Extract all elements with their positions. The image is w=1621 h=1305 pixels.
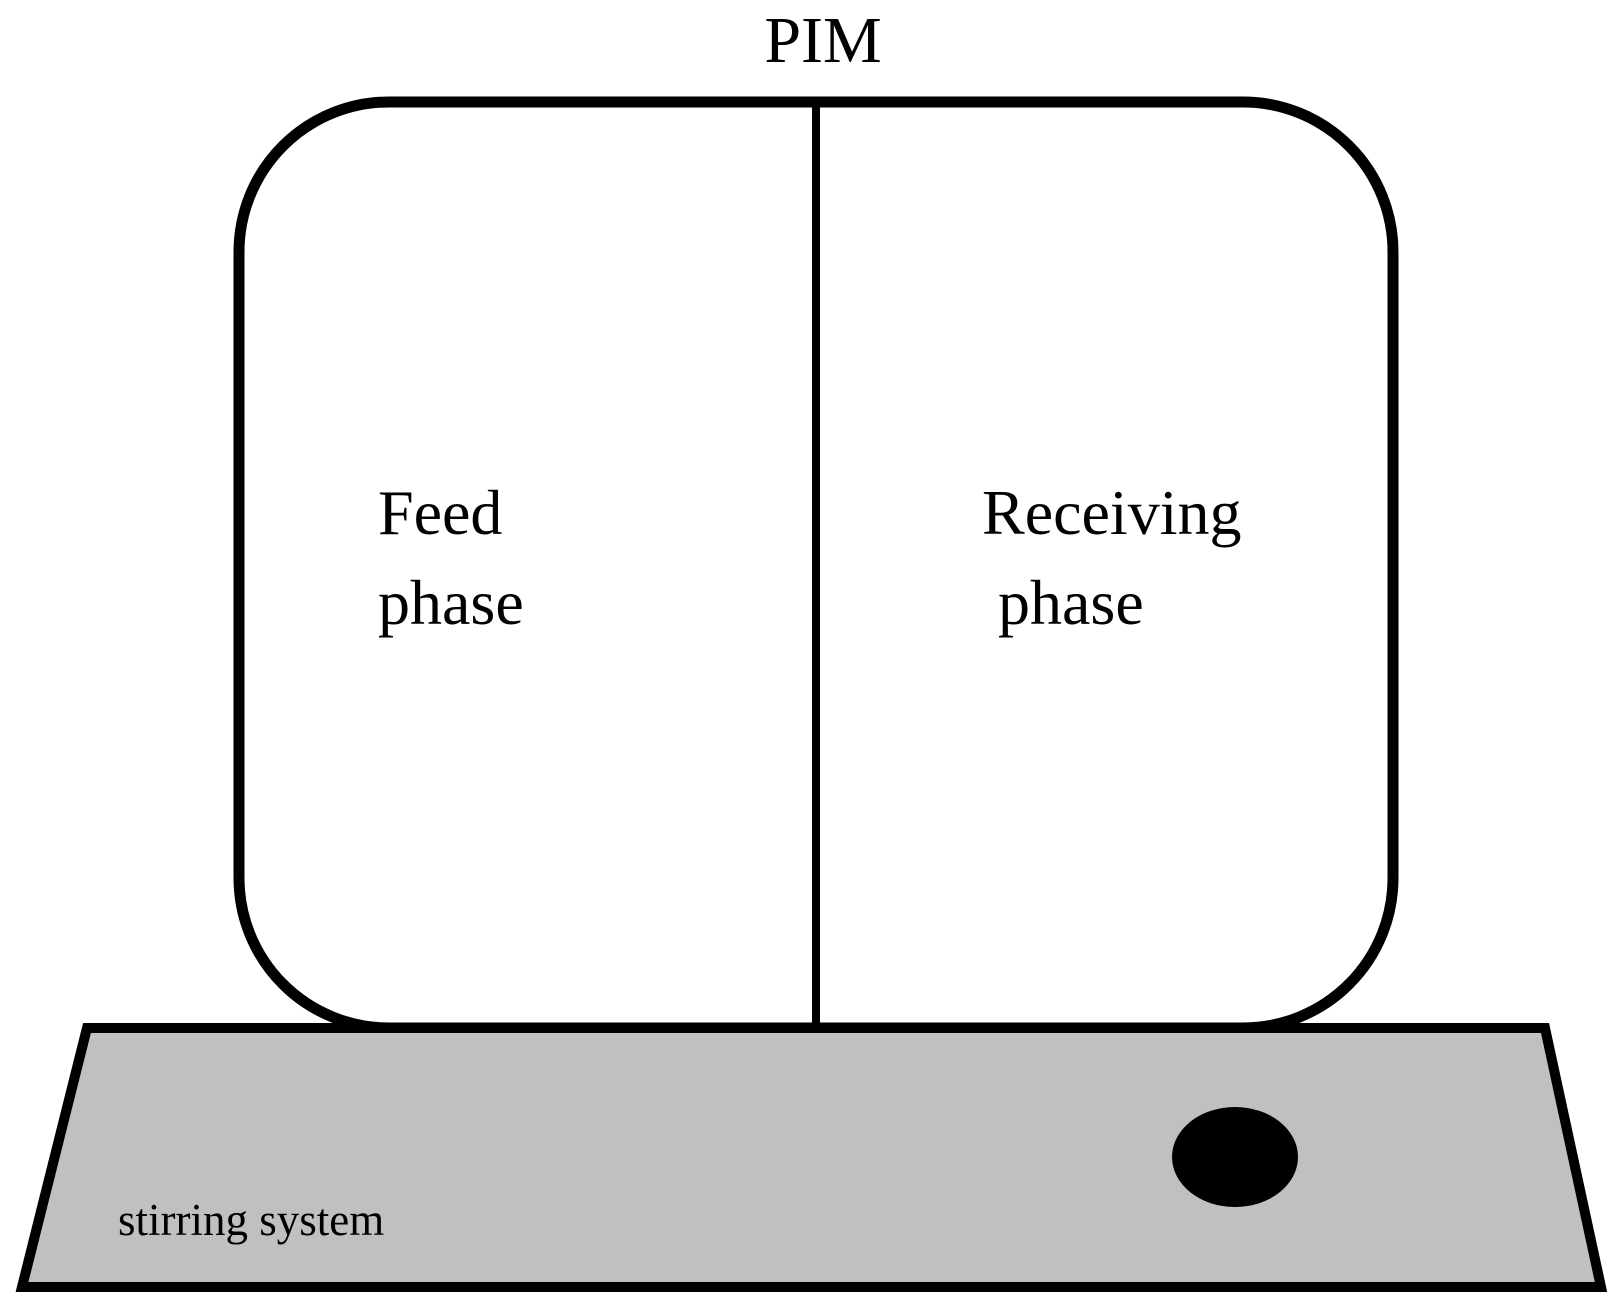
stirring-system-base — [15, 1023, 1608, 1292]
feed-phase-label-line1: Feed — [378, 477, 502, 548]
receiving-phase-label-line1: Receiving — [982, 477, 1241, 548]
stirrer-knob-icon — [1172, 1107, 1298, 1207]
receiving-phase-label-line2: phase — [998, 567, 1144, 638]
membrane-label: PIM — [764, 4, 881, 77]
feed-phase-label-line2: phase — [378, 567, 524, 638]
stirring-system-label: stirring system — [118, 1195, 384, 1245]
